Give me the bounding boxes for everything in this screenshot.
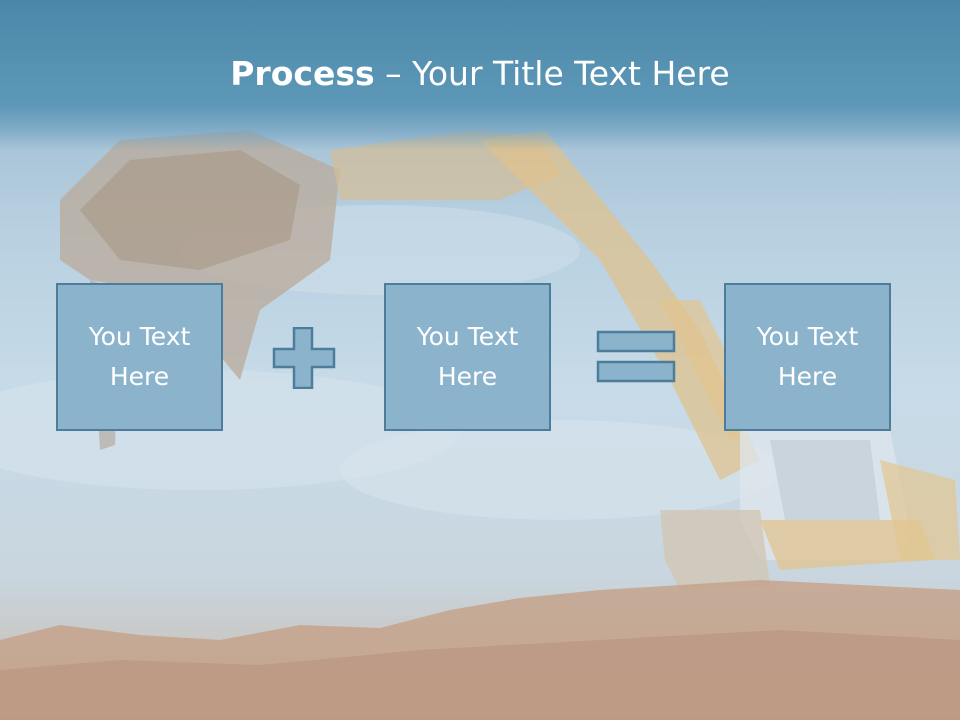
equals-icon — [596, 330, 676, 383]
process-box-2-text: You Text Here — [416, 322, 519, 391]
process-box-1-text: You Text Here — [88, 322, 191, 391]
title-band — [0, 0, 960, 150]
plus-icon — [272, 327, 336, 389]
process-box-3-text: You Text Here — [756, 322, 859, 391]
title-bold-text: Process — [230, 54, 375, 93]
process-box-1[interactable]: You Text Here — [56, 283, 223, 431]
process-box-2[interactable]: You Text Here — [384, 283, 551, 431]
slide-title[interactable]: Process – Your Title Text Here — [0, 52, 960, 96]
title-rest-text: – Your Title Text Here — [374, 54, 730, 93]
process-box-3[interactable]: You Text Here — [724, 283, 891, 431]
